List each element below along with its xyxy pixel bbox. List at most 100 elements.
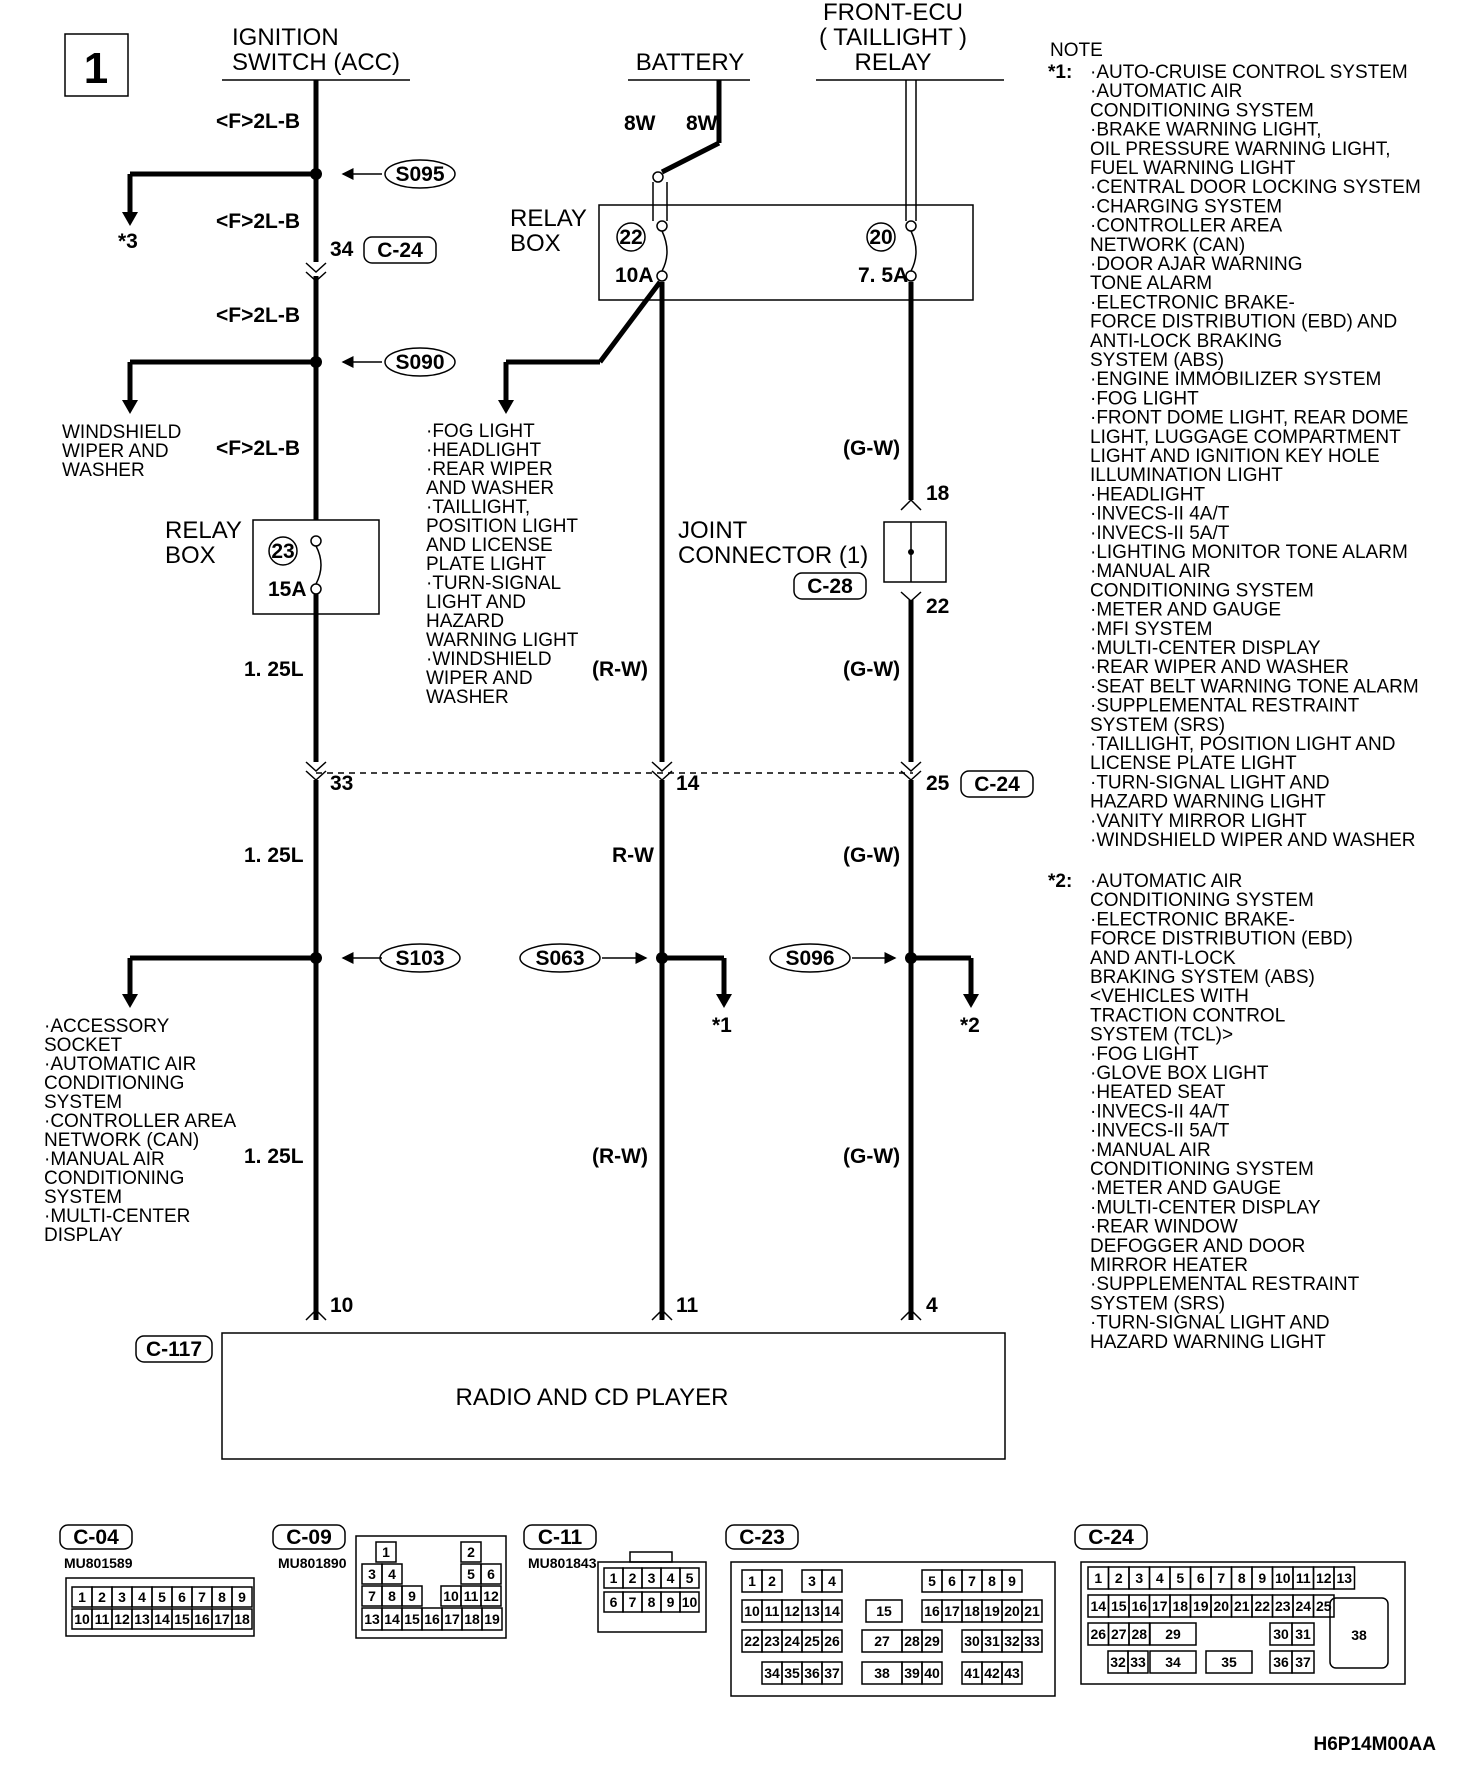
svg-text:SYSTEM: SYSTEM <box>44 1187 122 1208</box>
windshield-2: WIPER AND <box>62 441 169 462</box>
connector-pin: 9 <box>238 1589 246 1605</box>
fuse-23: 23 <box>271 540 294 563</box>
svg-text:PLATE LIGHT: PLATE LIGHT <box>426 554 546 575</box>
pin-33: 33 <box>330 772 353 795</box>
wire-rw-1: (R-W) <box>592 658 648 681</box>
note-line: TONE ALARM <box>1090 273 1212 294</box>
note-line: ·SEAT BELT WARNING TONE ALARM <box>1090 676 1419 697</box>
connector-pin: 6 <box>487 1566 495 1582</box>
note-line: ·FOG LIGHT <box>1090 388 1199 409</box>
connector-pin: 20 <box>1213 1598 1229 1614</box>
connector-pin: 37 <box>1295 1654 1311 1670</box>
svg-text:·FOG LIGHT: ·FOG LIGHT <box>426 421 535 442</box>
connector-pin: 2 <box>467 1544 475 1560</box>
note-line: ·MFI SYSTEM <box>1090 619 1212 640</box>
svg-text:·TURN-SIGNAL: ·TURN-SIGNAL <box>426 573 561 594</box>
pin-11: 11 <box>676 1294 699 1317</box>
wire-f2lb-3: <F>2L-B <box>216 304 300 327</box>
note-line: ·CHARGING SYSTEM <box>1090 196 1282 217</box>
wire-rw-3: (R-W) <box>592 1145 648 1168</box>
connector-pin: 19 <box>484 1611 500 1627</box>
svg-text:C-09: C-09 <box>286 1526 332 1549</box>
connector-pin: 6 <box>948 1573 956 1589</box>
connector-pin: 8 <box>218 1589 226 1605</box>
connector-pin: 25 <box>1316 1598 1332 1614</box>
pin-4: 4 <box>926 1294 938 1317</box>
pin-34: 34 <box>330 238 354 261</box>
note-line: ·HEATED SEAT <box>1090 1082 1226 1103</box>
wire-8w-2: 8W <box>686 112 718 135</box>
connector-pin: 3 <box>368 1566 376 1582</box>
connector-pin: 19 <box>1193 1598 1209 1614</box>
connector-pin: 41 <box>964 1665 980 1681</box>
connector-pin: 29 <box>924 1633 940 1649</box>
note-line: ·METER AND GAUGE <box>1090 1178 1281 1199</box>
connector-pin: 26 <box>824 1633 840 1649</box>
svg-text:AND LICENSE: AND LICENSE <box>426 535 553 556</box>
connector-pin: 27 <box>1111 1626 1127 1642</box>
connector-pin: 12 <box>114 1611 130 1627</box>
ignition-label-2: SWITCH (ACC) <box>232 49 400 76</box>
connector-pin: 18 <box>464 1611 480 1627</box>
svg-text:WIPER AND: WIPER AND <box>426 668 533 689</box>
connector-pin: 5 <box>1176 1570 1184 1586</box>
pin-25: 25 <box>926 772 950 795</box>
connector-pin: 21 <box>1024 1603 1040 1619</box>
windshield-3: WASHER <box>62 460 145 481</box>
connector-pin: 35 <box>1221 1654 1237 1670</box>
svg-text:·CONTROLLER AREA: ·CONTROLLER AREA <box>44 1111 236 1132</box>
connector-pin: 18 <box>964 1603 980 1619</box>
connector-pin: 25 <box>804 1633 820 1649</box>
svg-text:MU801890: MU801890 <box>278 1555 347 1571</box>
connector-c117: C-117 <box>146 1338 202 1361</box>
splice-s095-label: S095 <box>395 163 444 186</box>
connector-pin: 23 <box>1275 1598 1291 1614</box>
note-line: LIGHT, LUGGAGE COMPARTMENT <box>1090 427 1401 448</box>
note-line: ·MANUAL AIR <box>1090 1140 1211 1161</box>
connector-pin: 13 <box>364 1611 380 1627</box>
note-line: ·INVECS-II 4A/T <box>1090 504 1230 525</box>
note-line: ·SUPPLEMENTAL RESTRAINT <box>1090 1274 1360 1295</box>
connector-pin: 40 <box>924 1665 940 1681</box>
note-line: BRAKING SYSTEM (ABS) <box>1090 967 1315 988</box>
connector-pin: 4 <box>1156 1570 1164 1586</box>
svg-text:AND WASHER: AND WASHER <box>426 478 554 499</box>
joint-connector-box <box>883 521 947 583</box>
splice-s063 <box>519 943 601 973</box>
connector-pin: 17 <box>444 1611 460 1627</box>
connector-pin: 30 <box>1273 1626 1289 1642</box>
relay-box-left-1: RELAY <box>165 517 242 544</box>
note-line: ILLUMINATION LIGHT <box>1090 465 1283 486</box>
fuse-22-amp: 10A <box>615 264 654 287</box>
note-line: TRACTION CONTROL <box>1090 1005 1285 1026</box>
connector-pin: 31 <box>1295 1626 1311 1642</box>
svg-text:·ACCESSORY: ·ACCESSORY <box>44 1016 170 1037</box>
connector-pin: 1 <box>748 1573 756 1589</box>
connector-pin: 16 <box>924 1603 940 1619</box>
note-line: MIRROR HEATER <box>1090 1255 1248 1276</box>
splice-s096 <box>769 943 851 973</box>
svg-text:HAZARD: HAZARD <box>426 611 504 632</box>
connector-pin: 31 <box>984 1633 1000 1649</box>
note-line: ·ELECTRONIC BRAKE- <box>1090 909 1295 930</box>
joint-connector-2: CONNECTOR (1) <box>678 542 868 569</box>
note-title: NOTE <box>1050 40 1103 61</box>
connector-pin: 9 <box>1008 1573 1016 1589</box>
joint-connector-1: JOINT <box>678 517 748 544</box>
connector-pin: 2 <box>98 1589 106 1605</box>
connector-pin: 8 <box>1238 1570 1246 1586</box>
connector-pin: 3 <box>118 1589 126 1605</box>
connector-pin: 10 <box>1275 1570 1291 1586</box>
connector-pin: 22 <box>744 1633 760 1649</box>
connector-pin: 10 <box>744 1603 760 1619</box>
connector-pin: 1 <box>78 1589 86 1605</box>
wire-f2lb-2: <F>2L-B <box>216 210 300 233</box>
connector-pin: 1 <box>382 1544 390 1560</box>
note-line: ·INVECS-II 4A/T <box>1090 1101 1230 1122</box>
connector-pin: 4 <box>828 1573 836 1589</box>
note-1-list: ·AUTO-CRUISE CONTROL SYSTEM·AUTOMATIC AI… <box>1090 62 1421 851</box>
svg-text:C-11: C-11 <box>538 1526 583 1549</box>
svg-text:POSITION LIGHT: POSITION LIGHT <box>426 516 578 537</box>
splice-s095 <box>384 159 456 189</box>
